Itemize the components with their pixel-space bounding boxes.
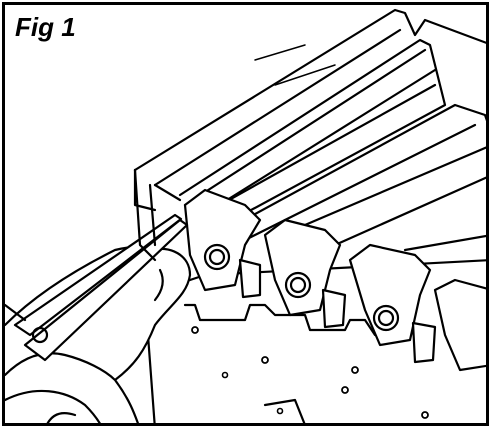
housing-left-edge bbox=[133, 168, 157, 262]
roller-clip-2 bbox=[263, 218, 347, 329]
printer-illustration bbox=[5, 8, 486, 423]
figure-label: Fig 1 bbox=[15, 12, 80, 43]
figure-frame: Fig 1 bbox=[2, 2, 489, 426]
roller-clip-4-partial bbox=[433, 278, 486, 372]
roller-clip-3 bbox=[348, 243, 437, 364]
roller-clip-1 bbox=[183, 188, 262, 299]
ink-ribbon-rollers bbox=[178, 38, 486, 252]
